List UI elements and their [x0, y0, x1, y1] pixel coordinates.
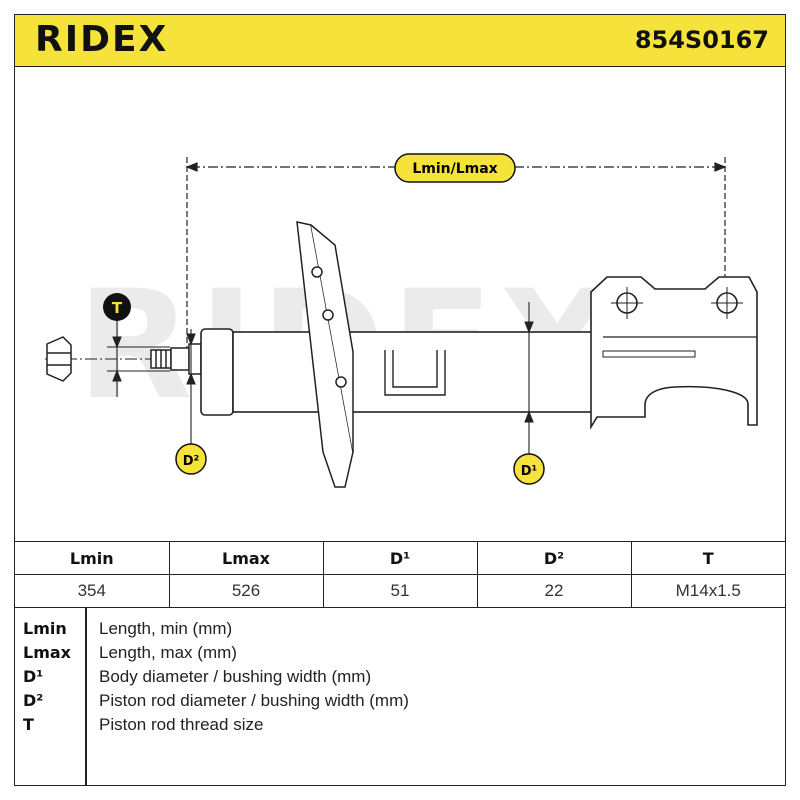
value-lmax: 526 — [168, 574, 323, 608]
length-label: Lmin/Lmax — [412, 161, 497, 177]
part-number: 854S0167 — [634, 26, 769, 54]
legend-desc: Length, max (mm) — [99, 643, 237, 662]
shock-absorber-drawing: RIDEX Lmin/Lmax — [15, 67, 785, 541]
value-d2: 22 — [476, 574, 631, 608]
legend-key: Lmax — [23, 643, 71, 662]
legend-key: T — [23, 715, 34, 734]
legend-divider — [85, 607, 87, 785]
legend-key: D² — [23, 691, 44, 710]
value-t: M14x1.5 — [630, 574, 785, 608]
spring-plate — [296, 221, 354, 488]
specs-table: Lmin Lmax D¹ D² T 354 526 51 22 M14x1.5 — [15, 541, 785, 608]
body-diameter-dimension — [524, 302, 534, 467]
legend-key: Lmin — [23, 619, 67, 638]
legend-desc: Body diameter / bushing width (mm) — [99, 667, 372, 686]
brand-logo: RIDEX — [35, 19, 169, 60]
header-lmax: Lmax — [168, 541, 323, 575]
body-diameter-label: D¹ — [521, 464, 538, 479]
thread-dimension — [107, 307, 170, 397]
specs-value-row: 354 526 51 22 M14x1.5 — [15, 574, 785, 608]
piston-rod — [150, 343, 202, 375]
legend-desc: Piston rod diameter / bushing width (mm) — [99, 691, 409, 710]
specs-header-row: Lmin Lmax D¹ D² T — [15, 541, 785, 575]
rod-diameter-dimension — [186, 329, 196, 459]
damper-body — [200, 328, 604, 416]
legend-key: D¹ — [23, 667, 44, 686]
legend-desc: Piston rod thread size — [99, 715, 264, 734]
legend: Lmin Length, min (mm) Lmax Length, max (… — [15, 607, 785, 785]
product-sheet: RIDEX 854S0167 RIDEX Lmin/Lmax — [14, 14, 786, 786]
nut — [46, 336, 72, 382]
thread-label: T — [112, 299, 123, 317]
header-t: T — [630, 541, 785, 575]
header-d1: D¹ — [322, 541, 477, 575]
bracket-clip — [384, 350, 446, 396]
legend-row: D² Piston rod diameter / bushing width (… — [15, 691, 785, 715]
rod-diameter-label: D² — [183, 454, 200, 469]
legend-row: D¹ Body diameter / bushing width (mm) — [15, 667, 785, 691]
header-d2: D² — [476, 541, 631, 575]
value-lmin: 354 — [15, 574, 169, 608]
header-bar: RIDEX 854S0167 — [15, 15, 785, 67]
legend-row: Lmin Length, min (mm) — [15, 619, 785, 643]
legend-row: T Piston rod thread size — [15, 715, 785, 739]
value-d1: 51 — [322, 574, 477, 608]
legend-row: Lmax Length, max (mm) — [15, 643, 785, 667]
body-diameter-badge: D¹ — [513, 453, 545, 485]
technical-drawing: RIDEX Lmin/Lmax — [45, 153, 758, 488]
header-lmin: Lmin — [15, 541, 169, 575]
legend-desc: Length, min (mm) — [99, 619, 233, 638]
knuckle-mount — [590, 276, 758, 430]
thread-label-badge: T — [103, 293, 131, 321]
rod-diameter-badge: D² — [175, 443, 207, 475]
length-label-badge: Lmin/Lmax — [394, 153, 516, 183]
